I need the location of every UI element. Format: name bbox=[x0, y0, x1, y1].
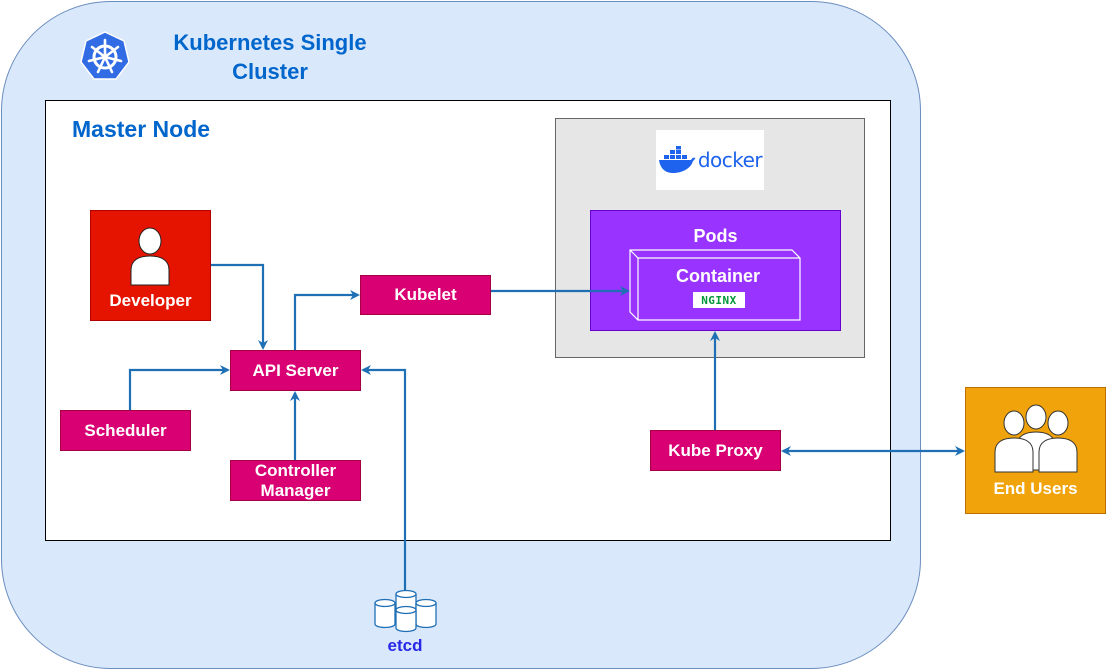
docker-logo-text: docker bbox=[697, 148, 763, 172]
edge-etcd-to-api-server bbox=[361, 365, 407, 590]
etcd-database-icon bbox=[374, 589, 437, 633]
edge-scheduler-to-api-server bbox=[128, 365, 230, 410]
kubernetes-logo-icon bbox=[80, 31, 130, 80]
edge-api-server-to-kubelet bbox=[293, 290, 360, 350]
developer-person-icon bbox=[130, 227, 170, 286]
container-box bbox=[629, 249, 801, 321]
etcd-label: etcd bbox=[387, 636, 423, 655]
nginx-logo-text: NGINX bbox=[701, 293, 737, 307]
scheduler-label: Scheduler bbox=[84, 420, 167, 440]
controller-manager-box: Controller Manager bbox=[230, 460, 361, 501]
pods-label: Pods bbox=[693, 226, 738, 246]
kubelet-box: Kubelet bbox=[360, 275, 491, 315]
kubelet-label: Kubelet bbox=[394, 285, 457, 304]
end-users-label: End Users bbox=[993, 479, 1078, 498]
docker-whale-icon bbox=[658, 146, 696, 173]
scheduler-box: Scheduler bbox=[60, 410, 191, 451]
kube-proxy-box: Kube Proxy bbox=[650, 430, 781, 471]
kube-proxy-label: Kube Proxy bbox=[668, 440, 763, 460]
master-node-title: Master Node bbox=[72, 116, 211, 142]
cluster-title: Kubernetes Single Cluster bbox=[173, 30, 367, 84]
controller-manager-label: Controller Manager bbox=[254, 460, 337, 500]
developer-label: Developer bbox=[109, 291, 192, 310]
api-server-label: API Server bbox=[252, 360, 339, 380]
pods-box bbox=[590, 210, 841, 331]
api-server-box: API Server bbox=[230, 350, 361, 391]
end-users-group-icon bbox=[994, 404, 1078, 473]
edge-developer-to-api-server bbox=[211, 263, 268, 350]
nginx-logo: NGINX bbox=[693, 292, 745, 308]
docker-logo: docker bbox=[656, 130, 764, 190]
container-label: Container bbox=[675, 266, 760, 286]
